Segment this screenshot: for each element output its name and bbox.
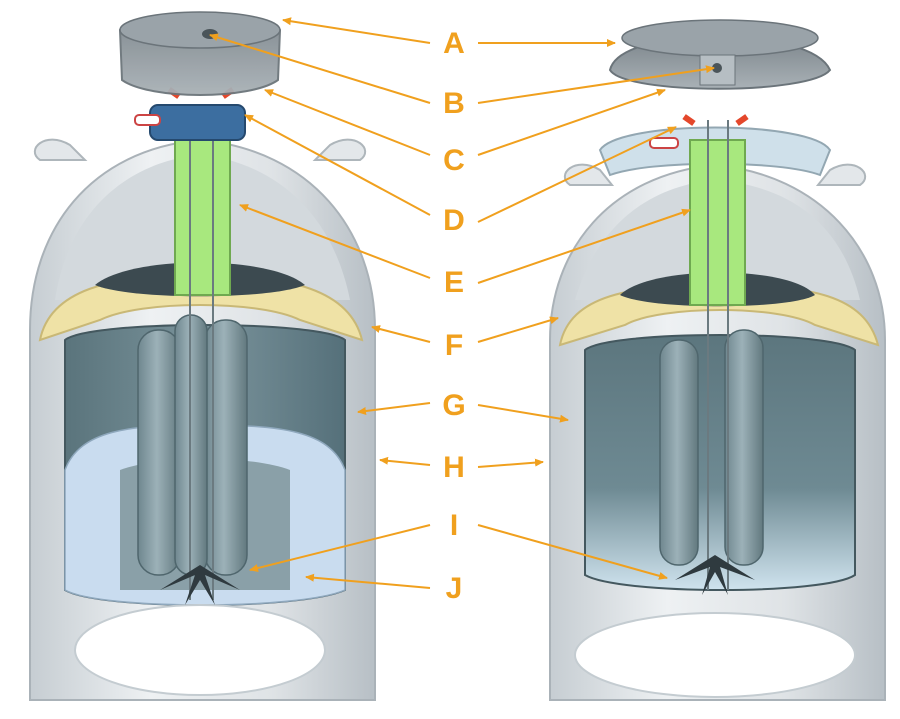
left-canister-1 [137, 329, 181, 576]
left-dewar [29, 11, 376, 701]
label-d: D [443, 204, 465, 237]
label-b: B [443, 87, 465, 120]
right-spider [675, 555, 755, 595]
arrow-g-left [357, 402, 431, 415]
right-canister-2 [724, 329, 764, 566]
arrow-b-left [209, 33, 431, 104]
right-neck-tube [689, 139, 746, 306]
label-c: C [443, 144, 465, 177]
arrow-e-left [239, 204, 431, 279]
label-h: H [443, 451, 465, 484]
right-clip-2 [735, 114, 749, 126]
left-canister-2 [204, 319, 248, 576]
arrow-j-left [305, 573, 431, 589]
right-clip-1 [682, 114, 696, 126]
arrow-a-left [282, 17, 431, 44]
left-handle-left [33, 138, 88, 161]
arrow-h-right [477, 458, 544, 468]
right-handle-left [563, 163, 615, 186]
arrow-f-left [371, 325, 431, 343]
arrow-i-right [477, 524, 668, 580]
callout-arrows [209, 17, 715, 589]
label-j: J [446, 572, 463, 605]
arrow-c-right [477, 88, 666, 156]
callout-labels: A B C D E F G H I J [442, 27, 465, 605]
right-latch [649, 137, 679, 149]
right-lid-top [621, 19, 819, 57]
left-latch [134, 114, 161, 126]
arrow-b-right [477, 65, 715, 104]
label-i: I [450, 509, 458, 542]
arrow-g-right [477, 404, 569, 423]
label-a: A [443, 27, 465, 60]
arrow-i-left [249, 524, 431, 572]
label-g: G [442, 389, 465, 422]
arrow-c-left [264, 89, 431, 156]
right-dewar [549, 19, 886, 701]
left-handle-right [312, 138, 367, 161]
label-e: E [444, 266, 464, 299]
right-handle-right [815, 163, 867, 186]
arrow-f-right [477, 316, 559, 343]
left-cork [149, 104, 246, 141]
right-canister-1 [659, 339, 699, 566]
right-bottom-base [574, 612, 856, 698]
arrow-d-left [244, 114, 431, 216]
arrow-e-right [477, 208, 691, 284]
left-spider [160, 565, 240, 605]
arrow-h-left [379, 456, 431, 466]
left-neck-tube [174, 114, 231, 296]
left-lid-top [119, 11, 281, 49]
label-f: F [445, 329, 463, 362]
right-inner-vessel [584, 334, 856, 591]
arrow-d-right [477, 126, 677, 223]
left-bottom-base [74, 604, 326, 696]
